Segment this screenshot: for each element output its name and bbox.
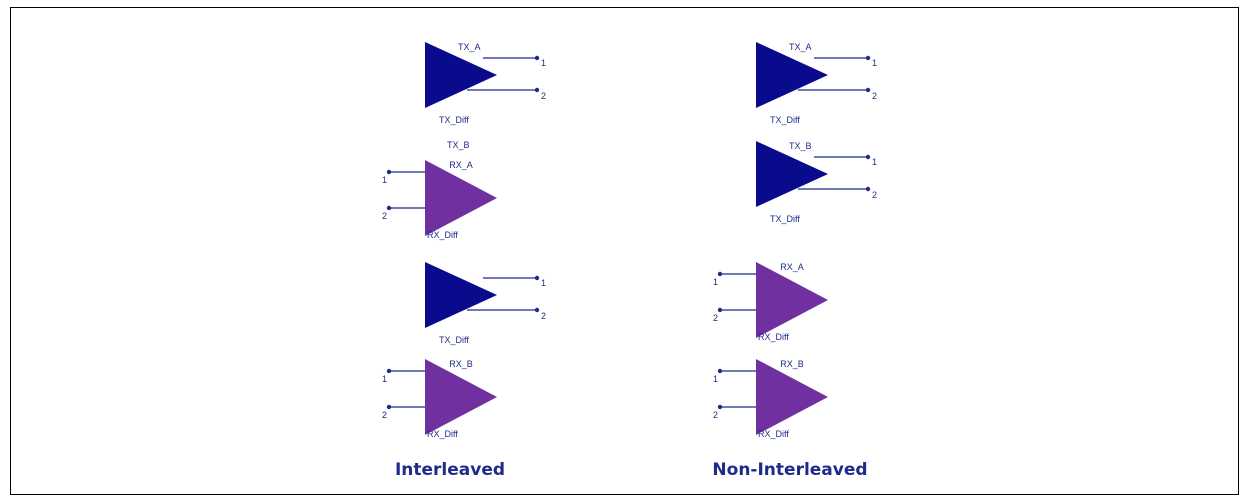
pin-label-2: 2 <box>713 313 718 323</box>
buffer-type-label: TX_Diff <box>770 214 800 224</box>
tx-buffer-interleaved-3: 1 2TX_Diff <box>425 262 546 345</box>
pin-label-1: 1 <box>541 58 546 68</box>
caption-non-interleaved: Non-Interleaved <box>712 460 867 480</box>
buffer-name-label: RX_A <box>780 262 804 272</box>
pin-label-2: 2 <box>382 410 387 420</box>
buffer-type-label: RX_Diff <box>758 332 789 342</box>
pin-dot-2 <box>865 87 871 93</box>
pin-dot-1 <box>534 55 540 61</box>
buffer-name-label: RX_B <box>449 359 473 369</box>
orphan-tx-label: TX_B <box>447 140 470 150</box>
pin-dot-2 <box>534 307 540 313</box>
buffer-name-label: RX_B <box>780 359 804 369</box>
buffer-type-label: TX_Diff <box>439 335 469 345</box>
caption-interleaved: Interleaved <box>395 460 505 480</box>
rx-buffer-triangle <box>756 359 828 435</box>
pin-label-2: 2 <box>541 91 546 101</box>
pin-label-1: 1 <box>713 277 718 287</box>
tx-buffer-triangle <box>425 42 497 108</box>
pin-dot-2 <box>534 87 540 93</box>
tx-buffer-triangle <box>425 262 497 328</box>
buffer-name-label: TX_A <box>458 42 481 52</box>
pin-label-2: 2 <box>872 91 877 101</box>
buffer-type-label: RX_Diff <box>427 429 458 439</box>
pin-label-1: 1 <box>872 157 877 167</box>
pin-label-2: 2 <box>382 211 387 221</box>
rx-buffer-interleaved-2: 1 2 RX_A RX_Diff TX_B <box>382 140 497 240</box>
rx-buffer-non-interleaved-4: 1 2 RX_B RX_Diff <box>713 359 828 439</box>
pin-label-2: 2 <box>713 410 718 420</box>
buffer-type-label: RX_Diff <box>758 429 789 439</box>
pin-label-1: 1 <box>872 58 877 68</box>
pin-label-1: 1 <box>382 374 387 384</box>
pin-dot-1 <box>534 275 540 281</box>
pin-label-1: 1 <box>713 374 718 384</box>
buffer-name-label: RX_A <box>449 160 473 170</box>
pin-dot-1 <box>865 154 871 160</box>
tx-buffer-triangle <box>756 42 828 108</box>
tx-buffer-non-interleaved-2: 1 2 TX_B TX_Diff <box>756 141 877 224</box>
pin-dot-1 <box>386 169 392 175</box>
rx-buffer-interleaved-4: 1 2 RX_B RX_Diff <box>382 359 497 439</box>
pin-dot-2 <box>717 404 723 410</box>
tx-buffer-interleaved-1: 1 2 TX_A TX_Diff <box>425 42 546 125</box>
rx-buffer-non-interleaved-3: 1 2 RX_A RX_Diff <box>713 262 828 342</box>
rx-buffer-triangle <box>425 160 497 236</box>
pin-label-1: 1 <box>382 175 387 185</box>
pin-label-1: 1 <box>541 278 546 288</box>
rx-buffer-triangle <box>756 262 828 338</box>
pin-dot-1 <box>717 271 723 277</box>
pin-label-2: 2 <box>872 190 877 200</box>
buffer-name-label: TX_B <box>789 141 812 151</box>
rx-buffer-triangle <box>425 359 497 435</box>
diagram-frame <box>10 7 1239 495</box>
buffer-name-label: TX_A <box>789 42 812 52</box>
pin-dot-2 <box>386 404 392 410</box>
pin-dot-2 <box>865 186 871 192</box>
tx-buffer-non-interleaved-1: 1 2 TX_A TX_Diff <box>756 42 877 125</box>
buffer-type-label: TX_Diff <box>770 115 800 125</box>
tx-buffer-triangle <box>756 141 828 207</box>
pin-dot-2 <box>386 205 392 211</box>
buffer-type-label: RX_Diff <box>427 230 458 240</box>
buffer-type-label: TX_Diff <box>439 115 469 125</box>
pin-dot-1 <box>717 368 723 374</box>
pin-dot-1 <box>386 368 392 374</box>
pin-label-2: 2 <box>541 311 546 321</box>
pin-dot-1 <box>865 55 871 61</box>
pin-dot-2 <box>717 307 723 313</box>
